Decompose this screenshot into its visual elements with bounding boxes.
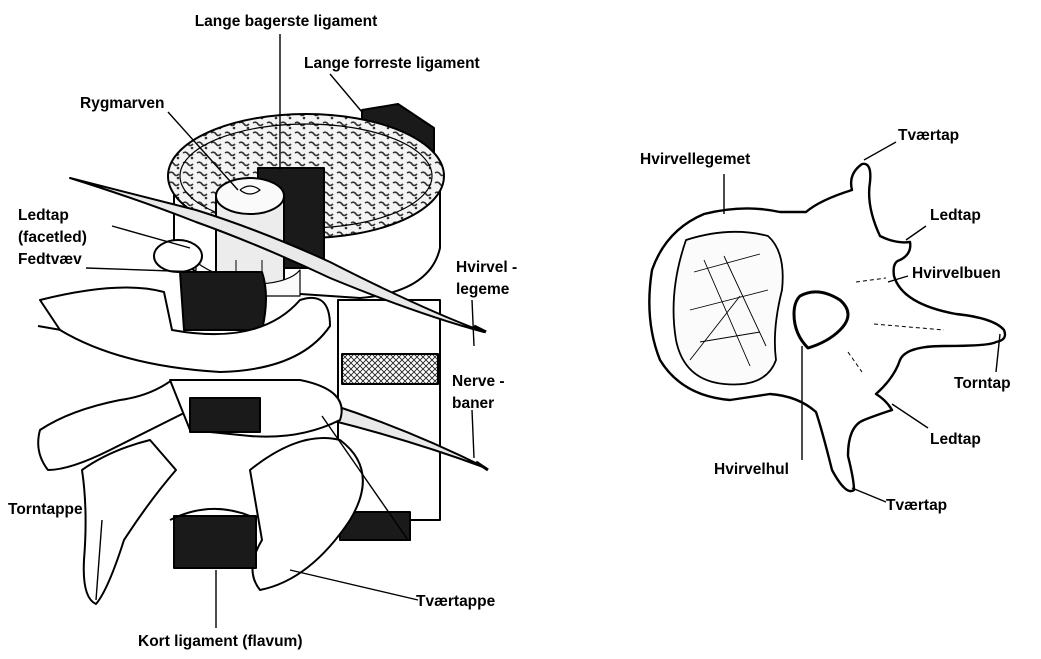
label-transverse-top: Tværtap <box>898 126 959 145</box>
label-facet-joint-sub: (facetled) <box>18 228 87 247</box>
label-posterior-ligament: Lange bagerste ligament <box>168 12 404 31</box>
vertebral-arch <box>180 272 266 330</box>
label-facet-bottom: Ledtap <box>930 430 981 449</box>
vertebral-body-inner <box>674 232 783 385</box>
label-spinous-process: Torntap <box>954 374 1011 393</box>
label-nerve-roots: Nerve - <box>452 372 505 391</box>
label-transverse-processes: Tværtappe <box>416 592 495 611</box>
label-facet-joint: Ledtap <box>18 206 69 225</box>
label-spinous-processes: Torntappe <box>8 500 83 519</box>
label-nerve-roots-sub: baner <box>452 394 494 413</box>
intervertebral-disc <box>342 354 438 384</box>
spinous-process-lower <box>82 440 176 604</box>
flavum-ligament <box>174 516 256 568</box>
label-vertebral-foramen: Hvirvelhul <box>714 460 789 479</box>
label-short-ligament: Kort ligament (flavum) <box>138 632 302 651</box>
flavum-ligament-mid <box>190 398 260 432</box>
label-facet-top: Ledtap <box>930 206 981 225</box>
label-vertebral-body-top: Hvirvellegemet <box>640 150 750 169</box>
transverse-process-lower <box>250 438 363 590</box>
label-spinal-cord: Rygmarven <box>80 94 164 113</box>
label-vertebral-body-sub: legeme <box>456 280 509 299</box>
label-anterior-ligament: Lange forreste ligament <box>304 54 480 73</box>
label-vertebral-body: Hvirvel - <box>456 258 517 277</box>
label-fat-tissue: Fedtvæv <box>18 250 82 269</box>
label-vertebral-arch: Hvirvelbuen <box>912 264 1001 283</box>
lumbar-spine-illustration <box>38 104 488 604</box>
label-transverse-bottom: Tværtap <box>886 496 947 515</box>
